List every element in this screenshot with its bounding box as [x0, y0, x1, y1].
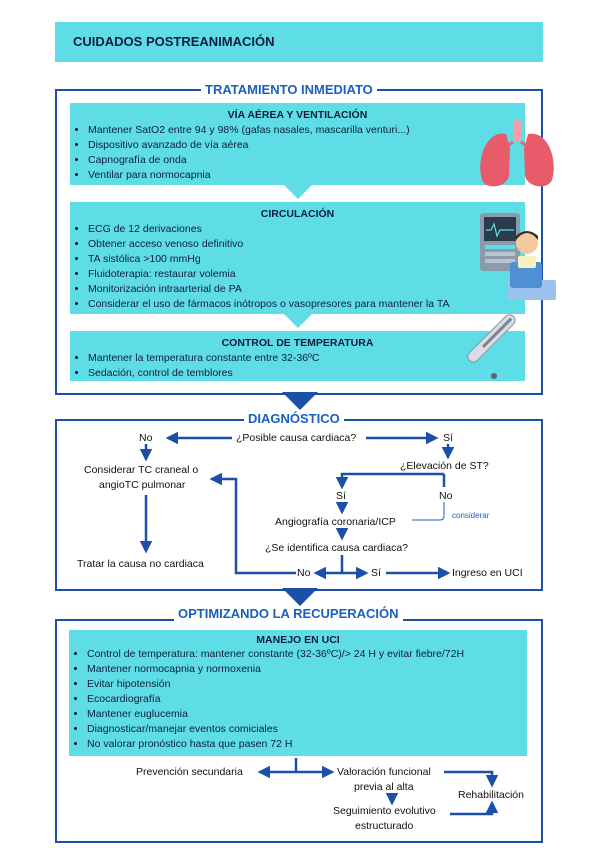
pointer-triangle	[284, 185, 312, 199]
followup-line2: estructurado	[355, 820, 414, 832]
list-item: Mantener SatO2 entre 94 y 98% (gafas nas…	[88, 123, 525, 138]
circulation-heading: CIRCULACIÓN	[260, 208, 335, 220]
list-item: Ventilar para normocapnia	[88, 168, 525, 183]
section-connector-arrow	[282, 588, 318, 606]
section-connector-arrow	[282, 392, 318, 410]
circulation-box: CIRCULACIÓN ECG de 12 derivaciones Obten…	[70, 202, 525, 314]
thermometer-icon	[467, 314, 516, 379]
list-item: Obtener acceso venoso definitivo	[88, 237, 525, 252]
st-question: ¿Elevación de ST?	[400, 460, 489, 472]
list-item: Diagnosticar/manejar eventos comiciales	[87, 722, 527, 737]
list-item: Sedación, control de temblores	[88, 366, 525, 381]
rehabilitation: Rehabilitación	[458, 789, 524, 801]
icu-admission: Ingreso en UCI	[452, 567, 523, 579]
consider-connector	[412, 502, 445, 521]
list-item: ECG de 12 derivaciones	[88, 222, 525, 237]
consider-note: considerar	[452, 511, 490, 520]
list-item: Ecocardiografía	[87, 692, 527, 707]
identified-question: ¿Se identifica causa cardiaca?	[265, 542, 408, 554]
angiography-node: Angiografía coronaria/ICP	[275, 516, 396, 528]
page-title: CUIDADOS POSTREANIMACIÓN	[73, 34, 275, 49]
treat-non-cardiac: Tratar la causa no cardiaca	[77, 558, 204, 570]
monitor-patient-icon	[480, 213, 556, 300]
list-item: No valorar pronóstico hasta que pasen 72…	[87, 737, 527, 752]
lungs-icon	[480, 120, 554, 187]
cardiac-question: ¿Posible causa cardiaca?	[236, 432, 357, 444]
circulation-list: ECG de 12 derivaciones Obtener acceso ve…	[70, 222, 525, 312]
icu-management-box: MANEJO EN UCI Control de temperatura: ma…	[69, 630, 527, 756]
list-item: Control de temperatura: mantener constan…	[87, 647, 527, 662]
secondary-prevention: Prevención secundaria	[136, 766, 243, 778]
icu-heading: MANEJO EN UCI	[256, 634, 340, 646]
temperature-list: Mantener la temperatura constante entre …	[70, 351, 525, 381]
airway-heading: VÍA AÉREA Y VENTILACIÓN	[227, 109, 368, 121]
functional-assessment-line1: Valoración funcional	[337, 766, 431, 778]
list-item: Dispositivo avanzado de vía aérea	[88, 138, 525, 153]
list-item: Monitorización intraarterial de PA	[88, 282, 525, 297]
airway-list: Mantener SatO2 entre 94 y 98% (gafas nas…	[70, 123, 525, 183]
ct-node-line2: angioTC pulmonar	[99, 479, 186, 491]
functional-assessment-line2: previa al alta	[354, 781, 414, 793]
icu-list: Control de temperatura: mantener constan…	[69, 647, 527, 752]
temperature-box: CONTROL DE TEMPERATURA Mantener la tempe…	[70, 331, 525, 381]
followup-line1: Seguimiento evolutivo	[333, 805, 436, 817]
page-title-bar: CUIDADOS POSTREANIMACIÓN	[55, 22, 543, 62]
si-label: Sí	[336, 490, 346, 502]
no-label: No	[439, 490, 453, 502]
si-label: Sí	[443, 432, 453, 444]
list-item: Fluidoterapia: restaurar volemia	[88, 267, 525, 282]
diagnosis-title: DIAGNÓSTICO	[244, 411, 344, 426]
list-item: Mantener euglucemia	[87, 707, 527, 722]
treatment-title: TRATAMIENTO INMEDIATO	[201, 82, 377, 97]
pointer-triangle	[284, 314, 312, 328]
list-item: Mantener la temperatura constante entre …	[88, 351, 525, 366]
no-label: No	[139, 432, 153, 444]
temperature-heading: CONTROL DE TEMPERATURA	[221, 337, 374, 349]
list-item: Considerar el uso de fármacos inótropos …	[88, 297, 525, 312]
ct-node-line1: Considerar TC craneal o	[84, 464, 199, 476]
recovery-title: OPTIMIZANDO LA RECUPERACIÓN	[174, 606, 403, 621]
no-label: No	[297, 567, 311, 579]
list-item: Mantener normocapnia y normoxenia	[87, 662, 527, 677]
list-item: Capnografía de onda	[88, 153, 525, 168]
airway-box: VÍA AÉREA Y VENTILACIÓN Mantener SatO2 e…	[70, 103, 525, 185]
list-item: TA sistólica >100 mmHg	[88, 252, 525, 267]
list-item: Evitar hipotensión	[87, 677, 527, 692]
si-label: Sí	[371, 567, 381, 579]
